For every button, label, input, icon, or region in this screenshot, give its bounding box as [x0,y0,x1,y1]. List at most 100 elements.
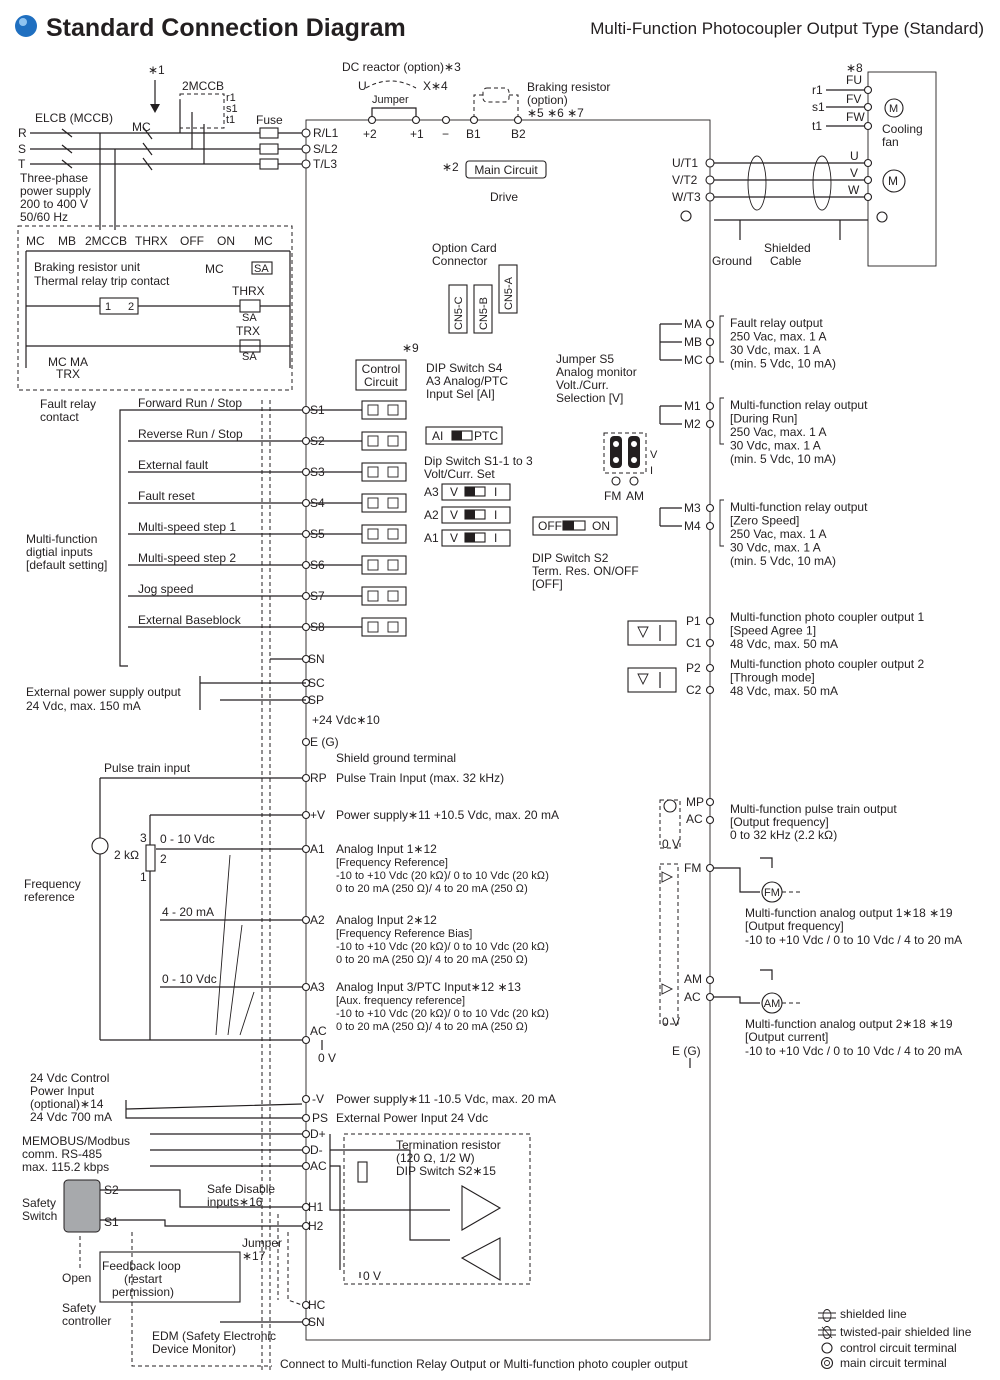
svg-text:CN5-C: CN5-C [453,296,465,330]
mc-label: MC [132,120,151,134]
svg-text:MB: MB [58,234,76,248]
digital-input-label: Multi-speed step 1 [138,520,236,534]
svg-text:main circuit terminal: main circuit terminal [840,1356,947,1370]
svg-text:s1: s1 [812,100,825,114]
svg-text:SC: SC [308,676,325,690]
relay-terminal: MA [684,317,702,331]
svg-text:Safety: Safety [62,1301,96,1315]
svg-text:V: V [450,508,458,522]
svg-text:AC: AC [686,812,703,826]
svg-text:HC: HC [308,1298,326,1312]
svg-text:[OFF]: [OFF] [532,577,563,591]
svg-text:Volt/Curr. Set: Volt/Curr. Set [424,467,495,481]
svg-text:+24 Vdc∗10: +24 Vdc∗10 [312,713,380,727]
legend: shielded line twisted-pair shielded line… [818,1307,972,1370]
svg-text:Shielded: Shielded [764,241,811,255]
terminal-t-l3 [301,159,311,169]
svg-text:-10 to +10 Vdc / 0 to 10 Vdc /: -10 to +10 Vdc / 0 to 10 Vdc / 4 to 20 m… [745,933,962,947]
svg-text:∗17: ∗17 [242,1249,266,1263]
svg-text:ON: ON [592,519,610,533]
svg-text:S: S [18,142,26,156]
terminal-s5 [301,529,311,539]
svg-text:I: I [494,485,497,499]
svg-text:s1: s1 [226,103,238,115]
svg-text:Input Sel [AI]: Input Sel [AI] [426,387,495,401]
optocoupler-input [361,493,407,513]
svg-text:FM: FM [684,861,701,875]
svg-text:(120 Ω, 1/2 W): (120 Ω, 1/2 W) [396,1151,475,1165]
terminal-s4 [301,498,311,508]
svg-text:E (G): E (G) [672,1044,701,1058]
svg-text:0 to 20 mA (250 Ω)/ 4 to 20 mA: 0 to 20 mA (250 Ω)/ 4 to 20 mA (250 Ω) [336,954,528,966]
svg-text:U/T1: U/T1 [672,156,698,170]
svg-text:H2: H2 [308,1219,324,1233]
svg-text:T/L3: T/L3 [313,157,337,171]
svg-text:0 to 20 mA (250 Ω)/ 4 to 20 mA: 0 to 20 mA (250 Ω)/ 4 to 20 mA (250 Ω) [336,883,528,895]
svg-text:Analog monitor: Analog monitor [556,365,637,379]
svg-text:AM: AM [684,972,702,986]
relay-spec-line: (min. 5 Vdc, 10 mA) [730,452,836,466]
svg-text:200 to 400 V: 200 to 400 V [20,197,88,211]
svg-text:V: V [450,485,458,499]
svg-text:digtial inputs: digtial inputs [26,545,93,559]
svg-text:2: 2 [160,852,167,866]
safety-switch[interactable] [63,1179,101,1233]
svg-text:A3 Analog/PTC: A3 Analog/PTC [426,374,508,388]
svg-text:MEMOBUS/Modbus: MEMOBUS/Modbus [22,1134,130,1148]
relay-spec-line: 250 Vac, max. 1 A [730,425,827,439]
svg-text:V: V [850,166,858,180]
jumper-s5[interactable] [603,432,647,474]
terminal-rp [301,773,311,783]
svg-text:-10 to +10 Vdc (20 kΩ)/ 0 to 1: -10 to +10 Vdc (20 kΩ)/ 0 to 10 Vdc (20 … [336,941,549,953]
svg-text:A1: A1 [310,842,325,856]
svg-text:Jumper: Jumper [242,1236,282,1250]
optocoupler-input [361,400,407,420]
svg-text:T: T [18,157,26,171]
svg-text:t1: t1 [226,114,235,126]
svg-text:Jumper S5: Jumper S5 [556,352,614,366]
svg-text:t1: t1 [812,119,822,133]
svg-text:SN: SN [308,652,325,666]
photocoupler [627,620,677,646]
svg-text:(optional)∗14: (optional)∗14 [30,1097,104,1111]
terminal-r-l1 [301,128,311,138]
main-terminal-legend-icon [820,1356,834,1370]
svg-text:[default setting]: [default setting] [26,558,107,572]
svg-text:r1: r1 [226,92,236,104]
edm-connect-note: Connect to Multi-function Relay Output o… [280,1357,688,1371]
svg-text:Feedback loop: Feedback loop [102,1259,181,1273]
svg-text:Safety: Safety [22,1196,56,1210]
terminal-d-plus [301,1129,311,1139]
elcb-label: ELCB (MCCB) [35,111,113,125]
svg-text:Selection [V]: Selection [V] [556,391,623,405]
svg-text:M: M [888,174,898,188]
terminal-w-t3 [705,192,715,202]
svg-text:MC: MC [254,234,273,248]
digital-input-label: External Baseblock [138,613,242,627]
terminal-v-t2 [705,175,715,185]
feedback-loop-box [99,1251,241,1303]
terminal-a3 [301,982,311,992]
photo-spec-line: [Through mode] [730,671,815,685]
svg-text:FW: FW [846,110,865,124]
svg-text:V: V [650,449,658,461]
photo-spec-line: [Speed Agree 1] [730,624,816,638]
svg-text:0 to 32 kHz (2.2 kΩ): 0 to 32 kHz (2.2 kΩ) [730,828,837,842]
svg-text:Power supply∗11 +10.5 Vdc, max: Power supply∗11 +10.5 Vdc, max. 20 mA [336,808,559,822]
relay-spec-line: 250 Vac, max. 1 A [730,330,827,344]
svg-text:W: W [848,183,860,197]
terminal-s8 [301,622,311,632]
svg-text:1: 1 [140,870,147,884]
fan-motor-icon [884,98,904,118]
svg-text:(option): (option) [527,93,568,107]
svg-text:EDM (Safety Electronic: EDM (Safety Electronic [152,1329,276,1343]
svg-text:U: U [850,149,859,163]
page-subtitle: Multi-Function Photocoupler Output Type … [590,19,984,38]
svg-text:50/60 Hz: 50/60 Hz [20,210,68,224]
svg-text:inputs∗16: inputs∗16 [207,1195,263,1209]
svg-text:Power Input: Power Input [30,1084,95,1098]
svg-text:+V: +V [310,808,325,822]
